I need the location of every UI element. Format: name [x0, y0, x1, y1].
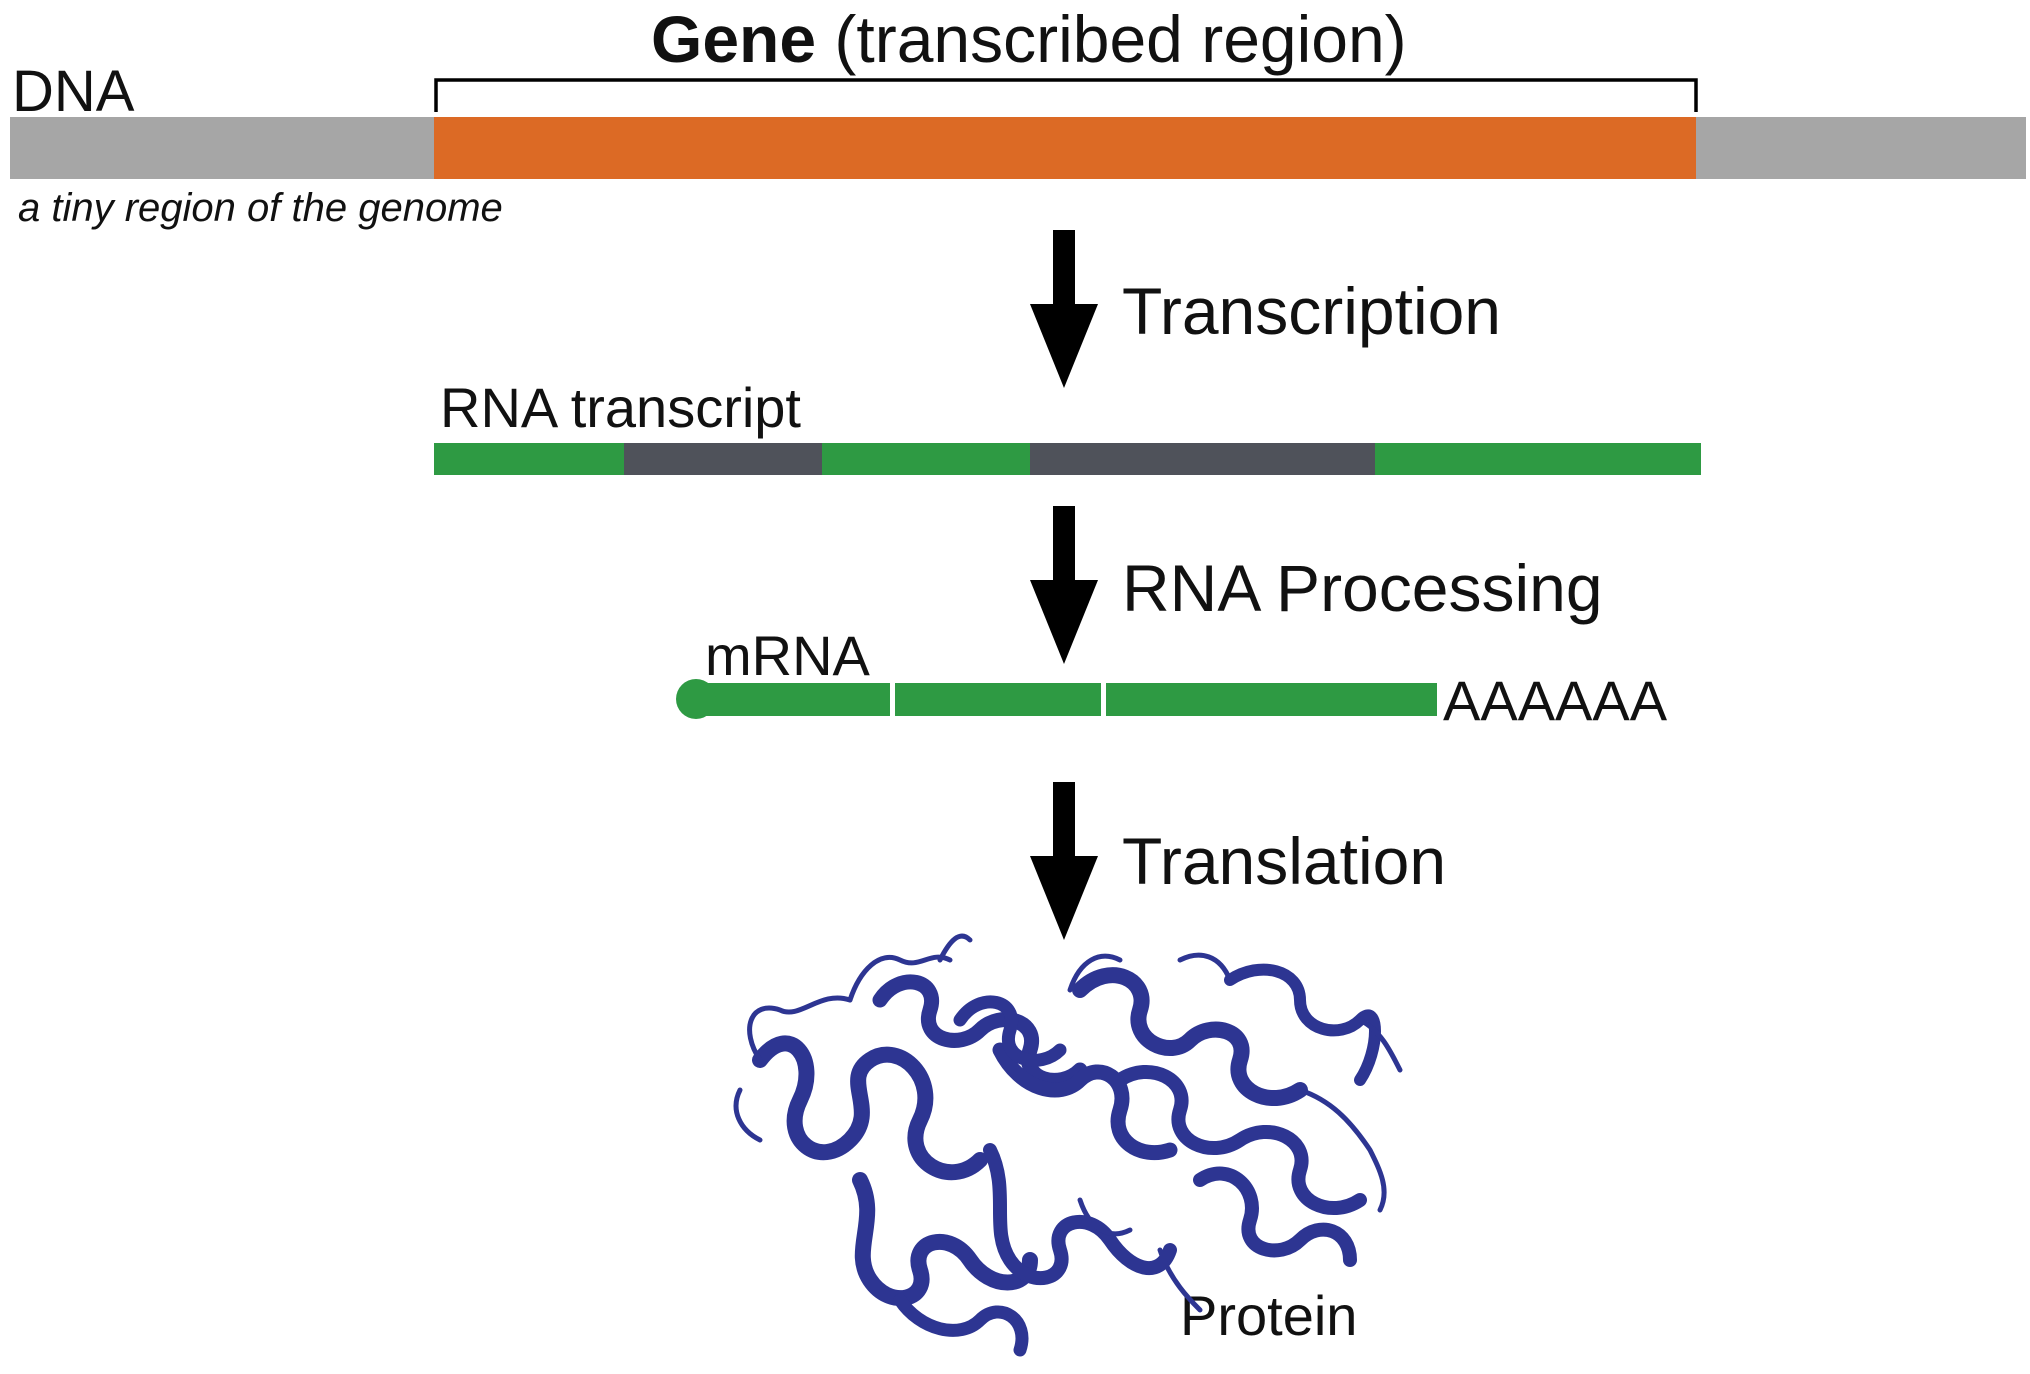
- gene-title: Gene (transcribed region): [651, 6, 1407, 72]
- exon-3: [1375, 443, 1701, 475]
- mrna-strand: [676, 679, 1437, 719]
- dna-flank-right: [1696, 117, 2026, 179]
- step-transcription-label: Transcription: [1122, 274, 1502, 348]
- arrow-translation: [1030, 782, 1098, 940]
- step-processing-label: RNA Processing: [1122, 551, 1603, 625]
- dna-flank-left: [10, 117, 436, 179]
- gene-title-rest: (transcribed region): [816, 2, 1407, 76]
- rna-transcript-strand: [434, 443, 1701, 475]
- intron-2: [1030, 443, 1377, 475]
- arrow-rna-processing: [1030, 506, 1098, 664]
- exon-2: [822, 443, 1032, 475]
- gene-region: [434, 117, 1698, 179]
- arrow-transcription: [1030, 230, 1098, 388]
- dna-strand: [10, 117, 2026, 179]
- dna-caption: a tiny region of the genome: [18, 186, 503, 230]
- poly-a-tail-label: AAAAAA: [1443, 669, 1668, 732]
- mrna-exon-2: [895, 683, 1101, 716]
- exon-1: [434, 443, 626, 475]
- mrna-exon-3: [1106, 683, 1437, 716]
- protein-structure-image: [733, 933, 1403, 1357]
- intron-1: [624, 443, 824, 475]
- five-prime-cap: [676, 679, 716, 719]
- mrna-exon-1: [696, 683, 890, 716]
- step-translation-label: Translation: [1122, 824, 1447, 898]
- mrna-label: mRNA: [705, 624, 870, 687]
- dna-label: DNA: [12, 59, 135, 124]
- protein-label: Protein: [1180, 1284, 1358, 1347]
- gene-bracket: [434, 78, 1698, 112]
- gene-title-bold: Gene: [651, 2, 817, 76]
- rna-transcript-label: RNA transcript: [440, 376, 801, 439]
